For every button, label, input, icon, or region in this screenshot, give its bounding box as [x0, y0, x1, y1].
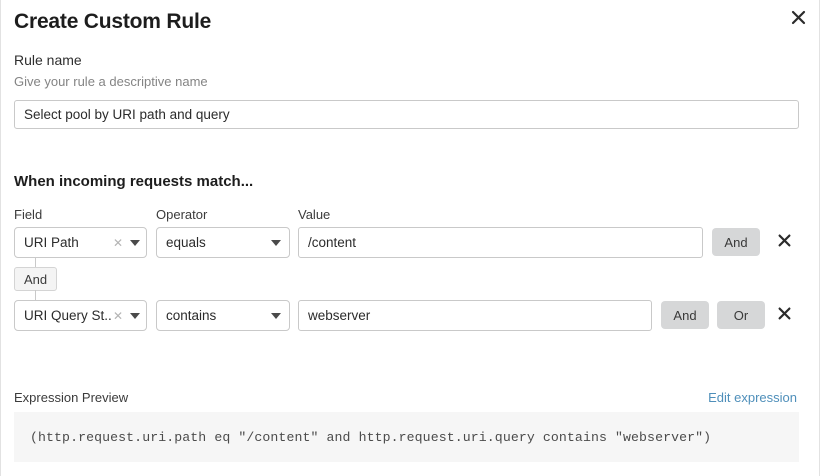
- field-select-1-value: URI Query St...: [24, 308, 113, 323]
- connector-and-badge[interactable]: And: [14, 267, 58, 291]
- operator-select-1[interactable]: contains: [156, 300, 290, 331]
- expression-preview-box: (http.request.uri.path eq "/content" and…: [14, 412, 799, 462]
- match-section-heading: When incoming requests match...: [14, 173, 254, 190]
- condition-row: URI Path ✕ equals And: [1, 227, 820, 261]
- clear-icon[interactable]: ✕: [112, 235, 123, 250]
- value-input-1[interactable]: [298, 300, 652, 331]
- operator-select-1-value: contains: [166, 308, 217, 323]
- close-icon: [791, 10, 806, 25]
- connector-and-label: And: [24, 271, 48, 287]
- close-icon: [778, 307, 791, 323]
- close-dialog-button[interactable]: [786, 5, 810, 29]
- chevron-down-icon: [130, 239, 140, 246]
- chevron-down-icon: [271, 312, 281, 319]
- condition-row: URI Query St... ✕ contains And Or: [1, 300, 820, 334]
- rule-name-help-text: Give your rule a descriptive name: [14, 74, 208, 89]
- connector-line: [35, 258, 36, 269]
- field-select-1[interactable]: URI Query St... ✕: [14, 300, 147, 331]
- delete-condition-button-1[interactable]: [773, 304, 795, 326]
- column-header-field: Field: [14, 207, 43, 222]
- connector-line: [35, 290, 36, 300]
- operator-select-0[interactable]: equals: [156, 227, 290, 258]
- rule-name-label: Rule name: [14, 52, 82, 68]
- column-header-operator: Operator: [156, 207, 208, 222]
- chevron-down-icon: [271, 239, 281, 246]
- rule-name-input[interactable]: [14, 100, 799, 129]
- operator-select-0-value: equals: [166, 235, 206, 250]
- chevron-down-icon: [130, 312, 140, 319]
- add-or-condition-button-1[interactable]: Or: [717, 301, 765, 329]
- column-header-value: Value: [298, 207, 331, 222]
- field-select-0-value: URI Path: [24, 235, 79, 250]
- add-and-condition-button-1[interactable]: And: [661, 301, 709, 329]
- clear-icon[interactable]: ✕: [112, 308, 123, 323]
- field-select-0[interactable]: URI Path ✕: [14, 227, 147, 258]
- edit-expression-link[interactable]: Edit expression: [708, 390, 797, 405]
- delete-condition-button-0[interactable]: [773, 231, 795, 253]
- expression-preview-label: Expression Preview: [14, 390, 129, 405]
- value-input-0[interactable]: [298, 227, 703, 258]
- page-title: Create Custom Rule: [14, 10, 212, 33]
- expression-preview-text: (http.request.uri.path eq "/content" and…: [30, 429, 712, 445]
- add-and-condition-button-0[interactable]: And: [712, 228, 760, 256]
- close-icon: [778, 234, 791, 250]
